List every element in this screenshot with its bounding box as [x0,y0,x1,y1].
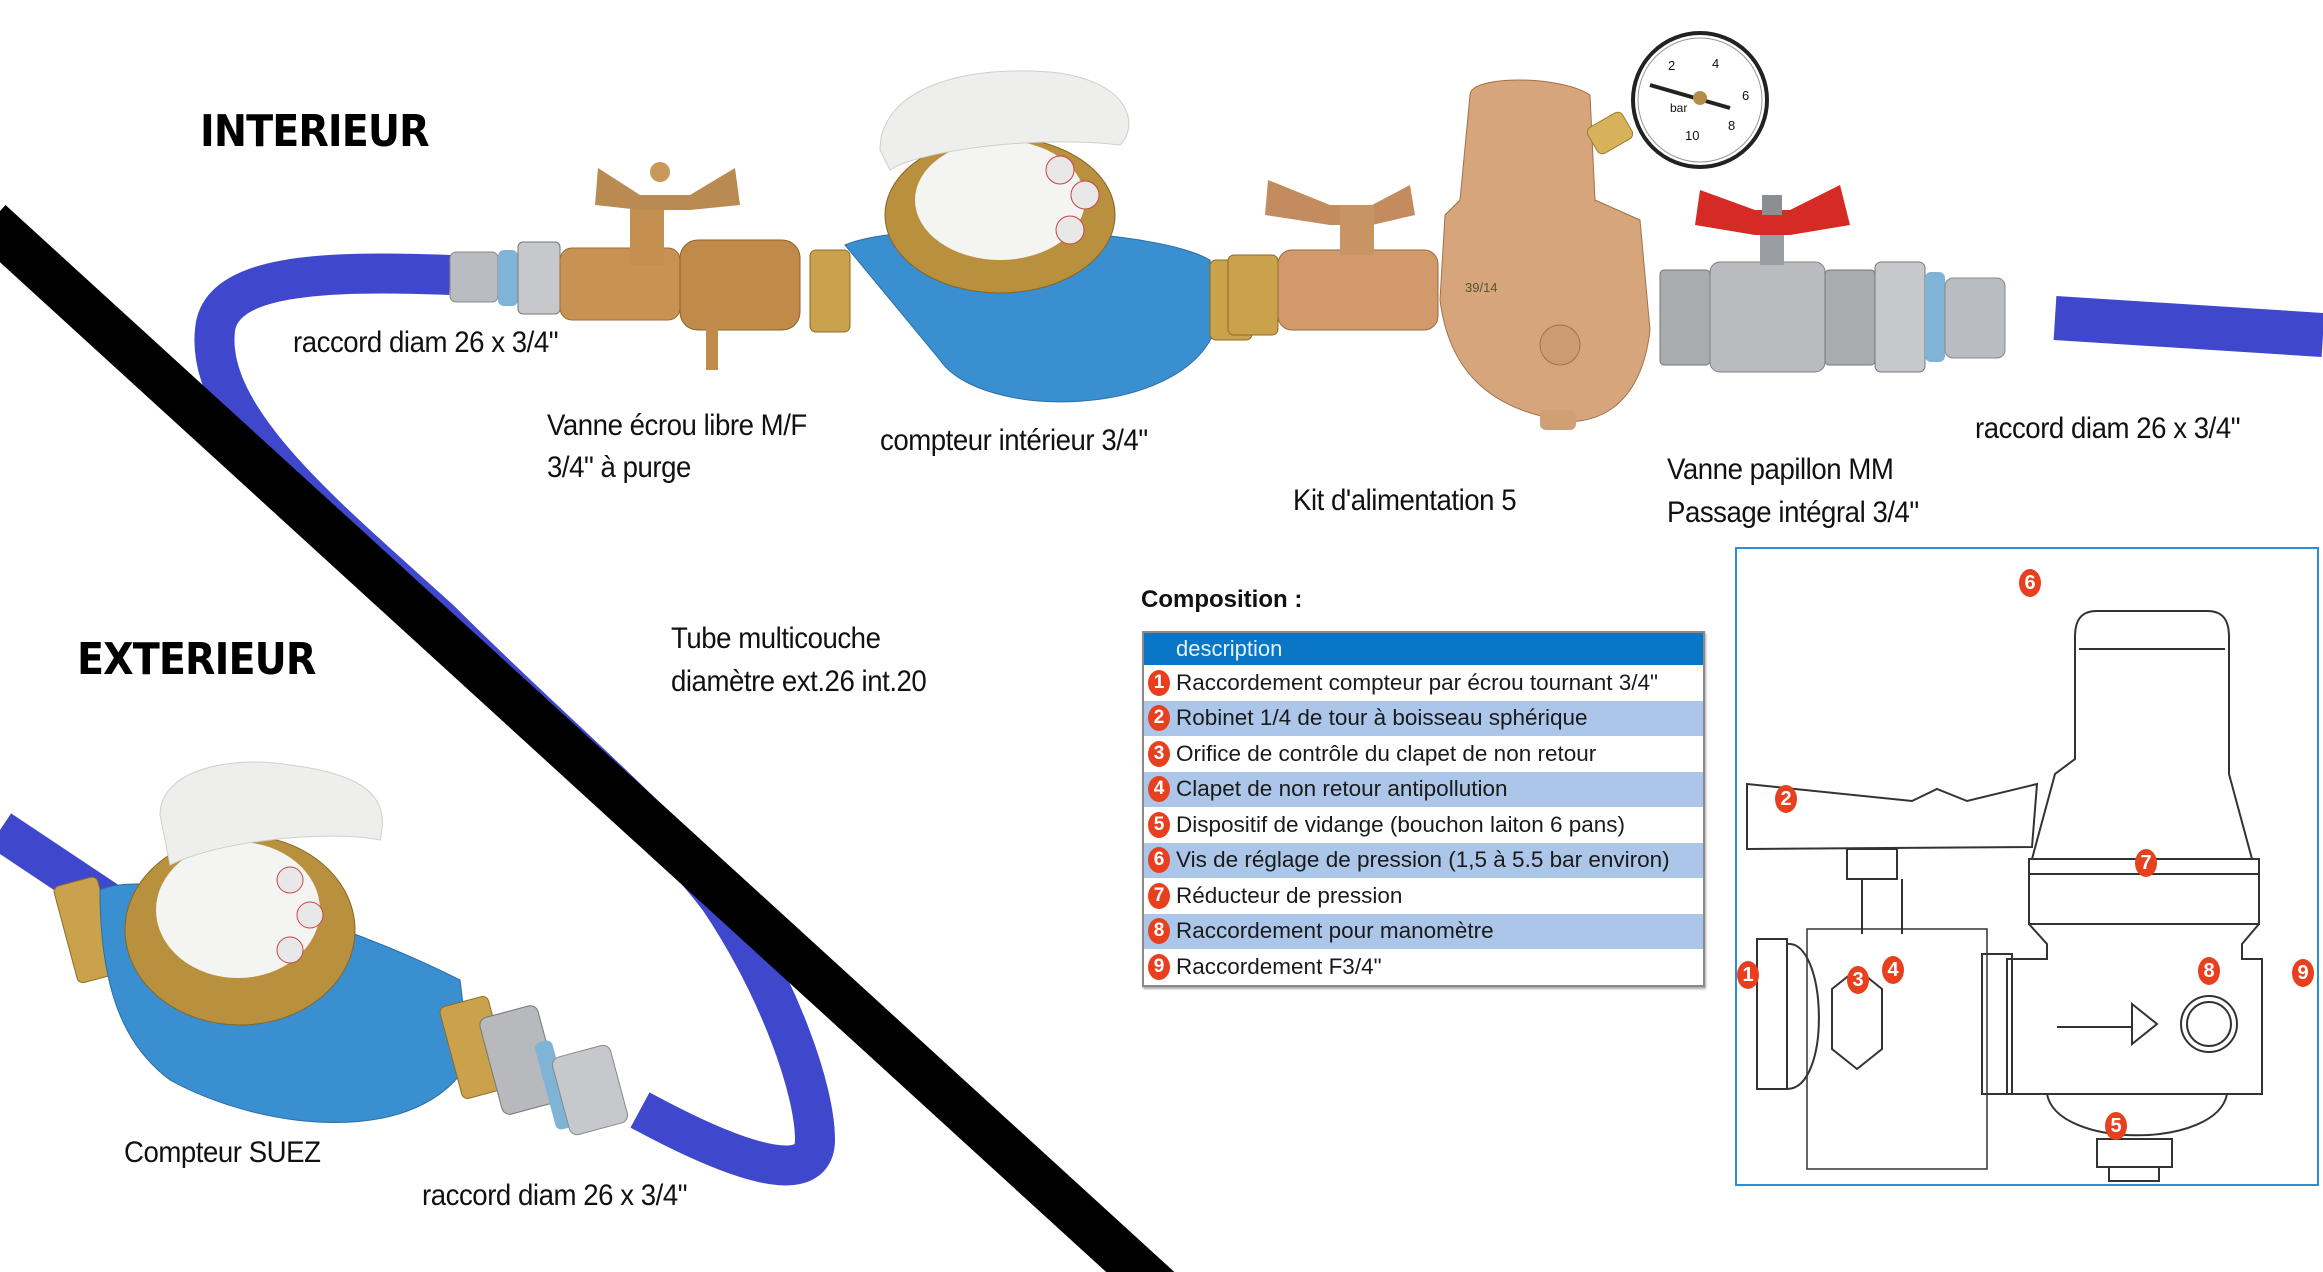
label-compteur-suez: Compteur SUEZ [124,1136,321,1169]
gauge-tick-4: 4 [1712,56,1719,71]
row-text: Réducteur de pression [1176,882,1403,908]
row-number-badge: 2 [1148,705,1170,732]
technical-drawing: 6 2 7 1 3 4 8 9 5 [1735,547,2319,1186]
callout-2: 2 [1775,785,1797,813]
gauge-tick-10: 10 [1685,128,1699,143]
vanne-papillon [1659,185,2006,373]
row-number-badge: 3 [1148,740,1170,767]
composition-title: Composition : [1141,586,1303,613]
gauge-tick-2: 2 [1668,58,1675,73]
composition-header: description [1144,633,1703,665]
label-compteur-interieur: compteur intérieur 3/4" [880,424,1148,457]
callout-1: 1 [1737,961,1759,989]
zone-interior-title: INTERIEUR [200,106,430,157]
row-text: Raccordement F3/4" [1176,953,1382,979]
regulator-marking: 39/14 [1465,280,1498,295]
label-vanne-papillon-line1: Vanne papillon MM [1667,453,1894,486]
vanne-ecrou-libre [559,162,801,370]
raccord-interior-left [449,241,561,315]
callout-5: 5 [2105,1112,2127,1140]
row-text: Vis de réglage de pression (1,5 à 5.5 ba… [1176,847,1670,873]
label-vanne-ecrou-line1: Vanne écrou libre M/F [547,409,807,442]
row-text: Clapet de non retour antipollution [1176,776,1508,802]
row-number-badge: 5 [1148,811,1170,838]
label-raccord-exterior: raccord diam 26 x 3/4" [422,1179,688,1212]
gauge-unit: bar [1670,101,1687,115]
label-kit-alimentation: Kit d'alimentation 5 [1293,484,1517,517]
row-number-badge: 1 [1148,669,1170,696]
row-text: Dispositif de vidange (bouchon laiton 6 … [1176,811,1626,837]
row-number-badge: 6 [1148,847,1170,874]
callout-7: 7 [2135,849,2157,877]
row-text: Orifice de contrôle du clapet de non ret… [1176,740,1597,766]
kit-alimentation: 39/14 [1227,79,1651,430]
callout-4: 4 [1882,956,1904,984]
label-tube-line2: diamètre ext.26 int.20 [671,665,927,698]
label-vanne-ecrou-line2: 3/4" à purge [547,451,691,484]
compteur-interieur [809,70,1253,403]
label-raccord-interior-right: raccord diam 26 x 3/4" [1975,412,2241,445]
interior-exterior-divider [0,205,1175,1272]
zone-exterior-title: EXTERIEUR [77,634,316,685]
label-tube-line1: Tube multicouche [671,622,881,655]
label-vanne-papillon-line2: Passage intégral 3/4" [1667,496,1919,529]
gauge-tick-6: 6 [1742,88,1749,103]
gauge-tick-8: 8 [1728,118,1735,133]
row-text: Raccordement pour manomètre [1176,918,1494,944]
row-number-badge: 4 [1148,776,1170,803]
line-drawing [1746,610,2263,1182]
row-number-badge: 8 [1148,918,1170,945]
callout-8: 8 [2198,957,2220,985]
label-raccord-interior-left: raccord diam 26 x 3/4" [293,326,559,359]
callout-6: 6 [2019,569,2041,597]
callout-3: 3 [1847,966,1869,994]
callout-9: 9 [2292,959,2314,987]
interior-outlet-pipe [2053,296,2323,357]
row-text: Robinet 1/4 de tour à boisseau sphérique [1176,705,1588,731]
pressure-gauge: 2 4 6 8 10 bar [1631,31,1769,169]
row-text: Raccordement compteur par écrou tournant… [1176,669,1658,695]
row-number-badge: 7 [1148,882,1170,909]
compteur-suez [53,761,629,1136]
row-number-badge: 9 [1148,953,1170,980]
